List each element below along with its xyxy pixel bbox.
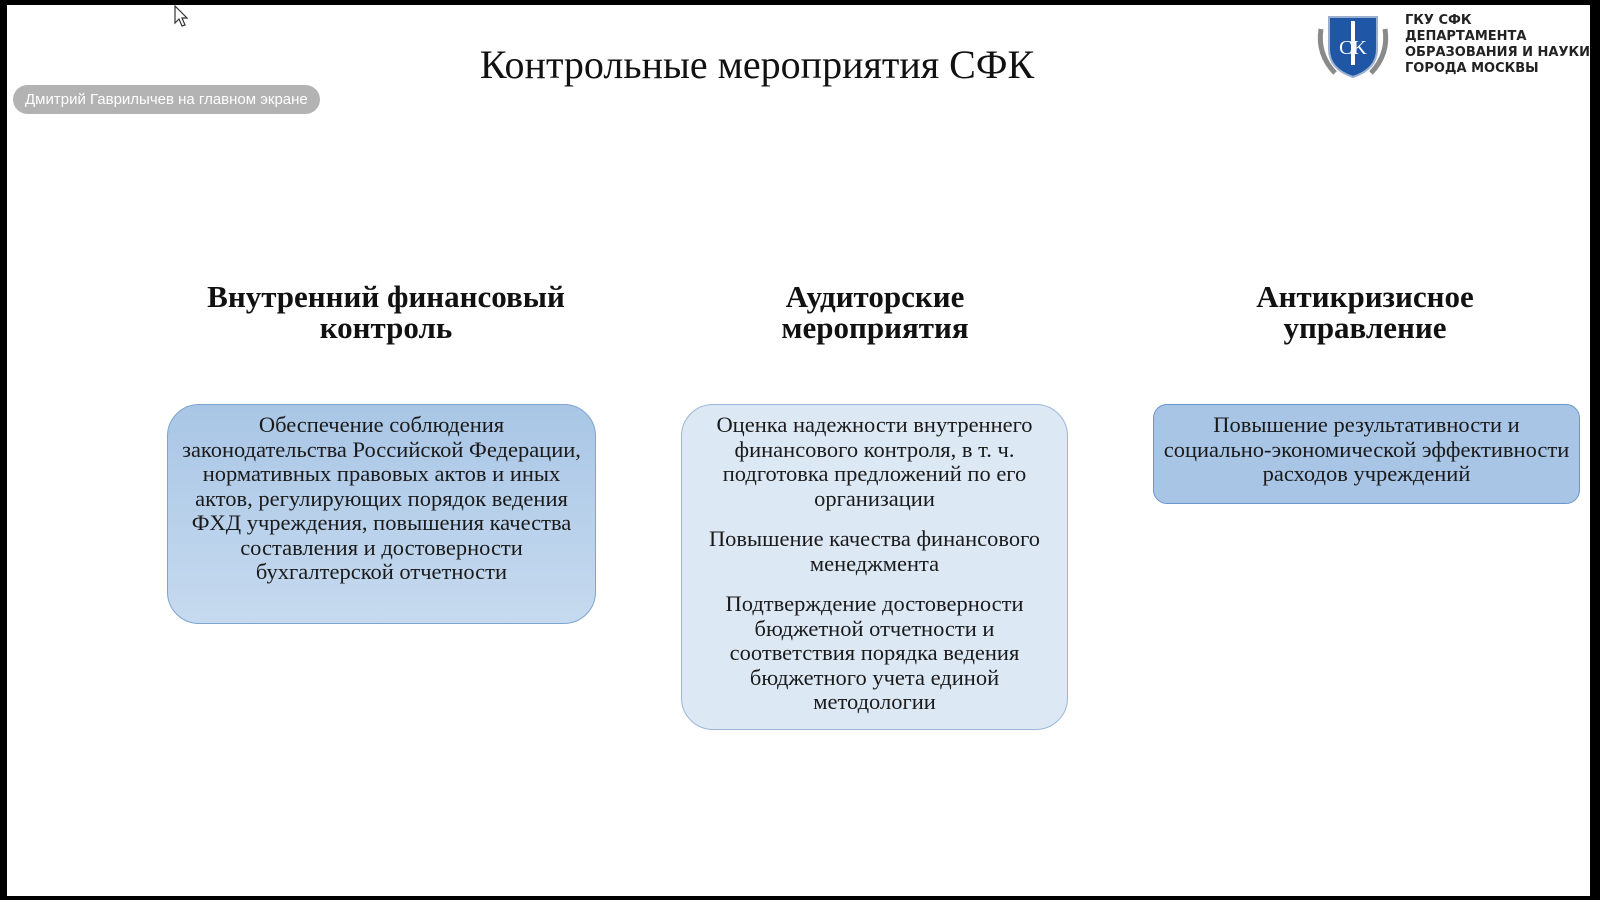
internal-control-box: Обеспечение соблюдения законодательства … — [167, 404, 596, 624]
column-heading-internal-control: Внутренний финансовый контроль — [146, 281, 626, 343]
presenter-badge: Дмитрий Гаврилычев на главном экране — [13, 85, 320, 114]
crisis-management-box: Повышение результативности и социально-э… — [1153, 404, 1580, 504]
box-text: Обеспечение соблюдения законодательства … — [182, 412, 581, 584]
org-line: ДЕПАРТАМЕНТА — [1405, 29, 1527, 44]
org-line: ГКУ СФК — [1405, 13, 1472, 28]
audit-box: Оценка надежности внутреннего финансовог… — [681, 404, 1068, 730]
box-text: Повышение качества финансового менеджмен… — [708, 526, 1041, 576]
org-line: ОБРАЗОВАНИЯ И НАУКИ — [1405, 45, 1590, 60]
box-text: Оценка надежности внутреннего финансовог… — [716, 412, 1033, 511]
mouse-cursor-icon — [174, 4, 190, 33]
heading-line: управление — [1283, 310, 1447, 345]
svg-text:CK: CK — [1339, 37, 1367, 59]
presentation-slide: Контрольные мероприятия СФК Дмитрий Гавр… — [7, 4, 1590, 896]
heading-line: контроль — [319, 310, 453, 345]
organization-name: ГКУ СФК ДЕПАРТАМЕНТА ОБРАЗОВАНИЯ И НАУКИ… — [1405, 13, 1590, 77]
org-line: ГОРОДА МОСКВЫ — [1405, 61, 1539, 76]
box-text: Повышение результативности и социально-э… — [1163, 412, 1570, 486]
column-heading-audit: Аудиторские мероприятия — [635, 281, 1115, 343]
box-text: Подтверждение достоверности бюджетной от… — [725, 591, 1024, 714]
sfk-emblem-logo: CK — [1313, 9, 1393, 81]
heading-line: мероприятия — [781, 310, 969, 345]
heading-line: Аудиторские — [785, 279, 965, 314]
slide-title: Контрольные мероприятия СФК — [479, 42, 1035, 87]
heading-line: Внутренний финансовый — [207, 279, 565, 314]
heading-line: Антикризисное — [1256, 279, 1474, 314]
column-heading-crisis: Антикризисное управление — [1125, 281, 1600, 343]
